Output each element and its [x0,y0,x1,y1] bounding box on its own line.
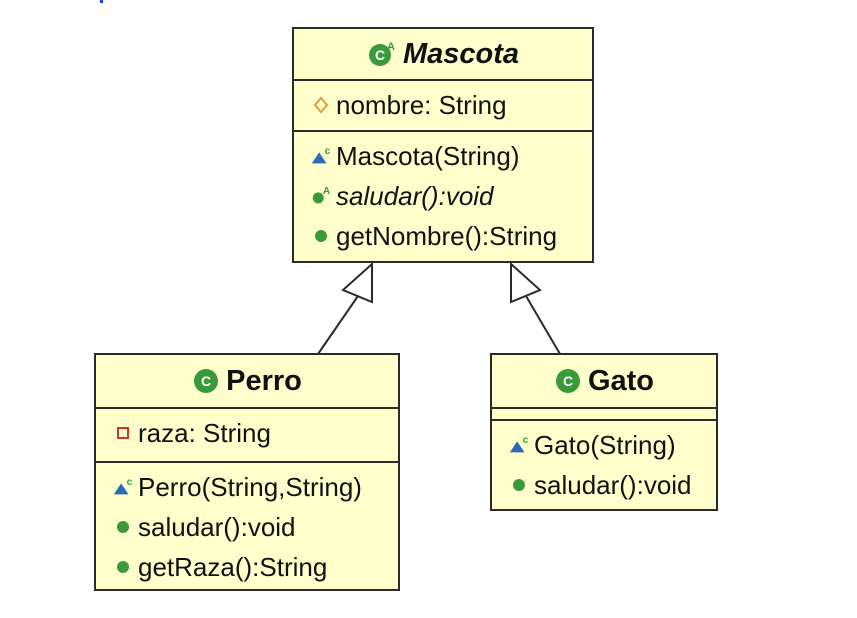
class-mascota[interactable]: C A Mascota nombre: String c Mascota(Str… [292,27,594,263]
perro-generalization-arrowhead [341,261,373,304]
constructor-icon: c [509,435,529,453]
operation-text: Mascota(String) [336,141,520,171]
operation-text: getRaza():String [138,552,328,582]
abstract-method-icon: A [312,186,331,204]
operation-row: saludar():void [508,465,716,505]
constructor-icon: c [311,146,331,164]
svg-text:C: C [563,373,573,389]
operation-text: Gato(String) [534,430,676,460]
class-gato-name: Gato [587,364,655,397]
top-edge-mark [100,0,103,3]
svg-text:A: A [323,186,331,197]
constructor-icon: c [113,477,133,495]
class-perro-attributes: raza: String [96,409,398,463]
class-mascota-attributes: nombre: String [294,81,592,132]
operation-text: getNombre():String [336,221,558,251]
operation-row: saludar():void [112,507,398,547]
svg-text:A: A [387,41,395,53]
class-gato[interactable]: C Gato c Gato(String) saludar():void [490,353,718,511]
class-gato-operations: c Gato(String) saludar():void [492,421,716,509]
svg-text:c: c [523,435,529,446]
class-perro-operations: c Perro(String,String) saludar():void ge… [96,463,398,591]
operation-row: A saludar():void [310,176,592,216]
operation-text: saludar():void [138,512,296,542]
public-method-icon [117,521,129,533]
operation-text: Perro(String,String) [138,472,362,502]
class-icon: C [194,369,219,393]
private-field-icon [117,427,129,439]
attribute-row: nombre: String [310,85,592,125]
operation-row: c Perro(String,String) [112,467,398,507]
operation-row: getNombre():String [310,216,592,256]
svg-text:c: c [127,477,133,488]
svg-text:c: c [325,146,331,157]
operation-row: getRaza():String [112,547,398,587]
public-method-icon [117,561,129,573]
operation-text: saludar():void [336,181,494,211]
class-perro[interactable]: C Perro raza: String c Perro(String,Stri… [94,353,400,591]
class-perro-header: C Perro [96,355,398,409]
attribute-text: nombre: String [336,90,507,120]
operation-row: c Gato(String) [508,425,716,465]
svg-text:C: C [201,373,211,389]
class-icon: C [555,369,580,393]
operation-text: saludar():void [534,470,692,500]
class-gato-attributes [492,409,716,421]
class-perro-name: Perro [226,364,302,397]
svg-text:C: C [375,47,385,63]
attribute-text: raza: String [138,418,271,448]
operation-row: c Mascota(String) [310,136,592,176]
class-mascota-name: Mascota [402,37,520,70]
gato-generalization-arrowhead [510,261,542,304]
package-field-icon [313,96,329,114]
perro-generalization-line [317,295,359,355]
class-mascota-header: C A Mascota [294,29,592,81]
public-method-icon [315,230,327,242]
abstract-class-icon: C A [368,41,395,66]
public-method-icon [513,479,525,491]
gato-generalization-line [525,295,561,355]
attribute-row: raza: String [112,413,398,453]
class-gato-header: C Gato [492,355,716,409]
class-mascota-operations: c Mascota(String) A saludar():void getNo… [294,132,592,260]
